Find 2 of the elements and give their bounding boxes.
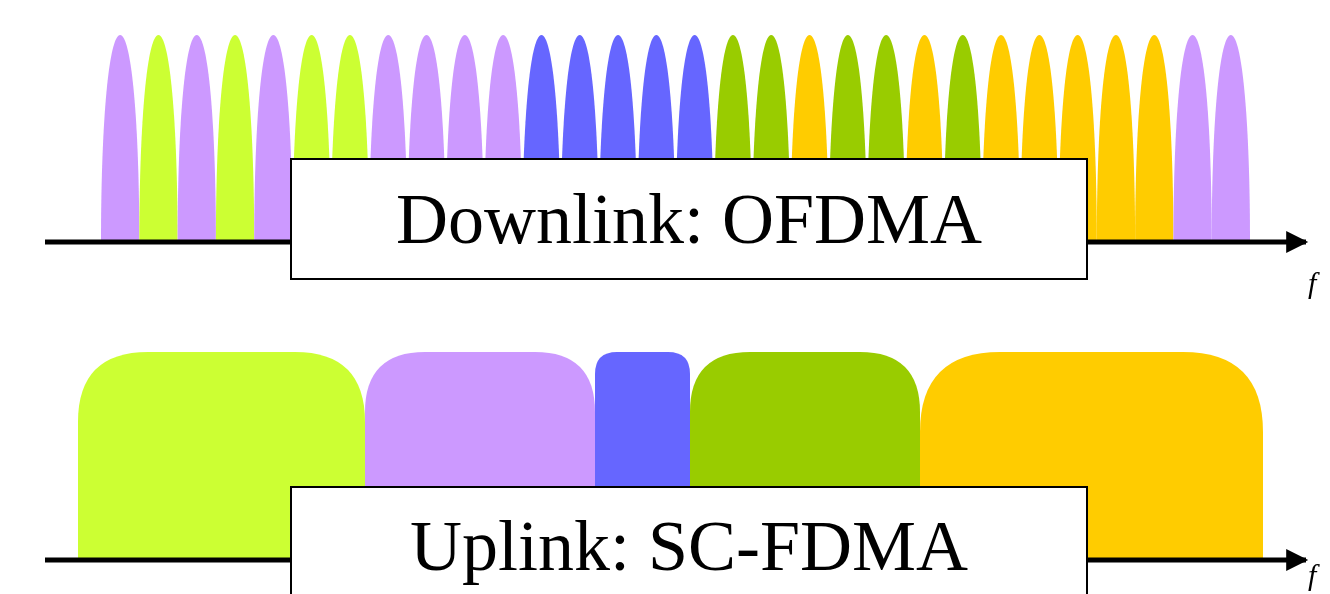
label-box: Uplink: SC-FDMA: [290, 486, 1088, 594]
label-box: Downlink: OFDMA: [290, 158, 1088, 280]
